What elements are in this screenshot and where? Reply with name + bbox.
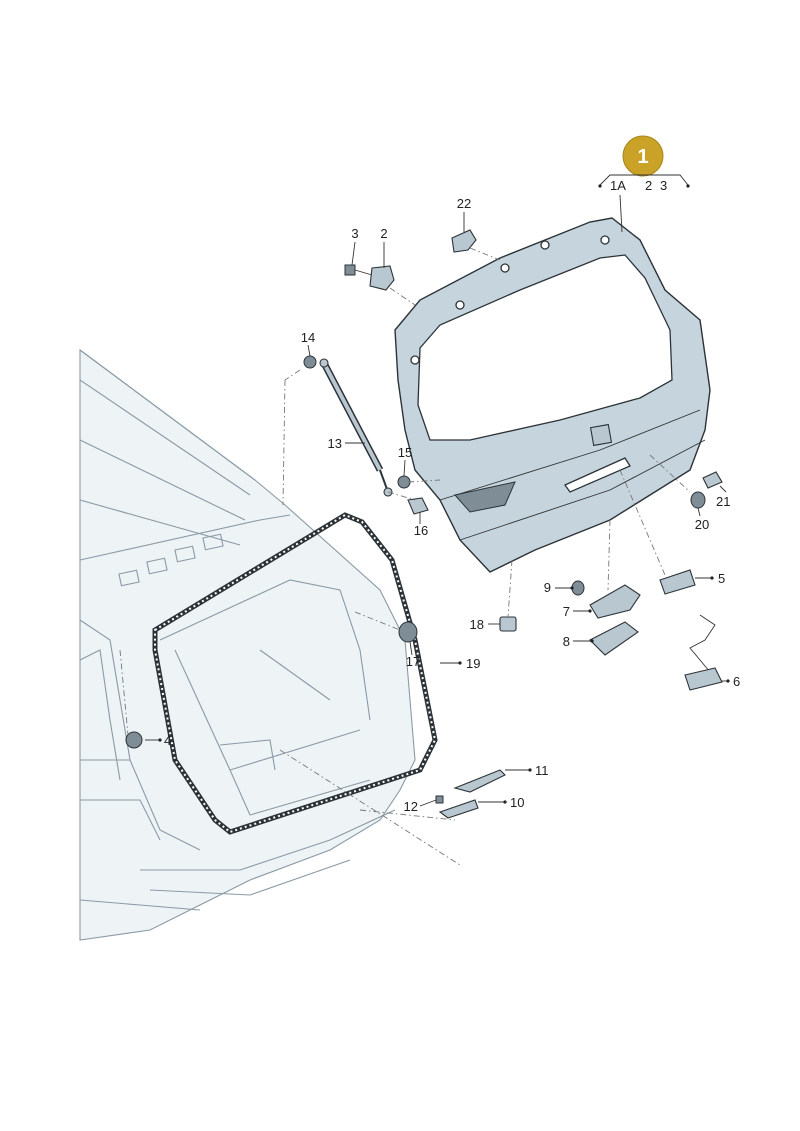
part-16 (407, 497, 429, 515)
part-5 (659, 569, 696, 595)
label-4: 4 (164, 733, 171, 748)
label-19: 19 (466, 656, 480, 671)
label-11: 11 (535, 763, 549, 778)
label-6: 6 (733, 674, 740, 689)
label-8: 8 (563, 634, 570, 649)
part-2 (369, 265, 395, 291)
part-21 (702, 471, 723, 489)
badge-circle (622, 135, 664, 177)
part-22 (451, 229, 477, 253)
part-3 (344, 264, 373, 276)
label-13: 13 (328, 436, 342, 451)
badge-text: 1 (637, 146, 648, 168)
callout-badge: 1 (622, 135, 664, 177)
label-9: 9 (544, 580, 551, 595)
label-14: 14 (301, 330, 315, 345)
door-seal (152, 512, 438, 835)
label-22: 22 (457, 196, 471, 211)
part-6 (684, 614, 723, 691)
label-16: 16 (414, 523, 428, 538)
part-9 (571, 580, 585, 596)
label-2-top: 2 (645, 178, 652, 193)
part-14 (303, 355, 317, 369)
leader-lines (145, 212, 730, 807)
label-20: 20 (695, 517, 709, 532)
label-15: 15 (398, 445, 412, 460)
variant-bracket: 1A 2 3 (598, 174, 690, 233)
label-1A: 1A (610, 178, 626, 193)
part-7 (589, 584, 641, 619)
label-7: 7 (563, 604, 570, 619)
part-13-strut (319, 358, 393, 497)
part-10 (438, 799, 479, 819)
part-18 (499, 616, 517, 632)
label-21: 21 (716, 494, 730, 509)
car-body (79, 348, 416, 941)
part-20 (690, 491, 706, 509)
tailgate-panel (394, 217, 711, 573)
part-17 (398, 621, 418, 643)
label-12: 12 (404, 799, 418, 814)
part-8 (589, 621, 639, 656)
small-parts (125, 229, 723, 819)
label-10: 10 (510, 795, 524, 810)
label-18: 18 (470, 617, 484, 632)
label-5: 5 (718, 571, 725, 586)
label-17: 17 (406, 654, 420, 669)
part-labels: 22 3 2 14 13 15 16 17 18 19 4 9 7 8 5 6 … (164, 196, 740, 814)
part-12 (435, 795, 444, 804)
label-3: 3 (351, 226, 358, 241)
part-11 (453, 769, 506, 793)
label-2: 2 (380, 226, 387, 241)
assembly-lines (119, 247, 691, 866)
part-4 (125, 731, 143, 749)
label-3-top: 3 (660, 178, 667, 193)
